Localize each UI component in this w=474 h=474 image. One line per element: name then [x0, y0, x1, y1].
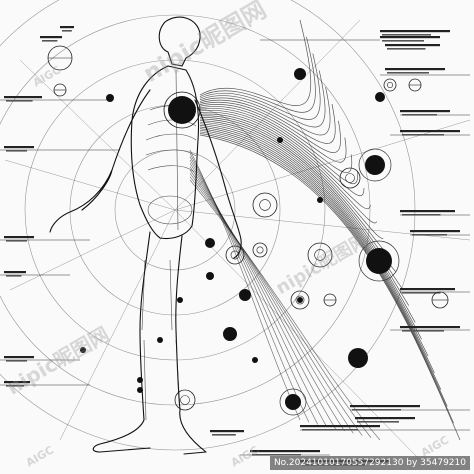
node-dot [348, 348, 368, 368]
nerve-line [190, 167, 344, 431]
caption-text [385, 68, 445, 70]
caption-text [42, 40, 57, 42]
ring-marker [387, 82, 392, 87]
caption-text [62, 30, 72, 32]
caption-text [412, 234, 447, 236]
node-dot [177, 297, 183, 303]
caption-text [4, 96, 42, 98]
caption-text [350, 405, 420, 407]
caption-text [250, 450, 320, 452]
caption-text [400, 130, 460, 132]
orbit-rings [0, 0, 415, 450]
caption-text [6, 275, 21, 277]
caption-text [302, 429, 358, 431]
caption-text [300, 425, 380, 427]
nerve-line [200, 124, 415, 323]
caption-text [382, 40, 424, 42]
caption-text [6, 100, 33, 102]
caption-text [60, 26, 74, 28]
caption-text [410, 230, 460, 232]
node-dot [285, 394, 301, 410]
caption-text [402, 134, 444, 136]
node-dot [157, 337, 163, 343]
caption-text [385, 44, 440, 46]
node-dot [277, 137, 283, 143]
caption-text [212, 434, 236, 436]
node-dot [206, 272, 214, 280]
caption-text [4, 146, 34, 148]
nerve-line [200, 133, 454, 423]
ring-marker [253, 193, 277, 217]
ring-marker [257, 247, 263, 253]
ring-marker [384, 79, 396, 91]
caption-text [400, 326, 460, 328]
leg-right [176, 236, 206, 454]
caption-text [402, 214, 441, 216]
node-dot [365, 155, 385, 175]
node-dot [252, 357, 258, 363]
node-dot [106, 94, 114, 102]
ring-marker [175, 390, 195, 410]
ring-marker [346, 174, 355, 183]
stock-id-banner: No.20241010170557292130 by 35479210 [270, 456, 470, 470]
node-dot [317, 197, 323, 203]
ring-marker [253, 243, 267, 257]
caption-text [400, 288, 455, 290]
nerve-line [190, 180, 380, 440]
caption-text [210, 430, 244, 432]
node-dot [297, 297, 303, 303]
ring-marker [260, 200, 271, 211]
caption-text [402, 114, 437, 116]
node-dot [294, 68, 306, 80]
caption-text [4, 271, 26, 273]
caption-text [352, 409, 401, 411]
arm-left [50, 90, 150, 232]
caption-text [400, 110, 450, 112]
node-dot [205, 238, 215, 248]
caption-text [400, 210, 455, 212]
human-figure [50, 17, 241, 454]
ring-marker [181, 396, 190, 405]
caption-text [387, 48, 426, 50]
nerve-line [200, 125, 422, 339]
node-dot [366, 248, 392, 274]
node-dot [223, 327, 237, 341]
caption-text [380, 30, 450, 32]
node-dot [239, 289, 251, 301]
node-dot [375, 92, 385, 102]
caption-text [402, 330, 444, 332]
caption-text [6, 240, 27, 242]
ring-marker [226, 246, 244, 264]
nerve-line [200, 87, 330, 135]
caption-text [382, 34, 431, 36]
caption-text [355, 417, 415, 419]
caption-text [387, 72, 429, 74]
caption-text [402, 292, 441, 294]
caption-text [4, 236, 34, 238]
heart-organ [164, 92, 200, 128]
caption-text [357, 421, 399, 423]
caption-text [6, 150, 27, 152]
caption-text [40, 36, 62, 38]
caption-text [380, 36, 440, 38]
